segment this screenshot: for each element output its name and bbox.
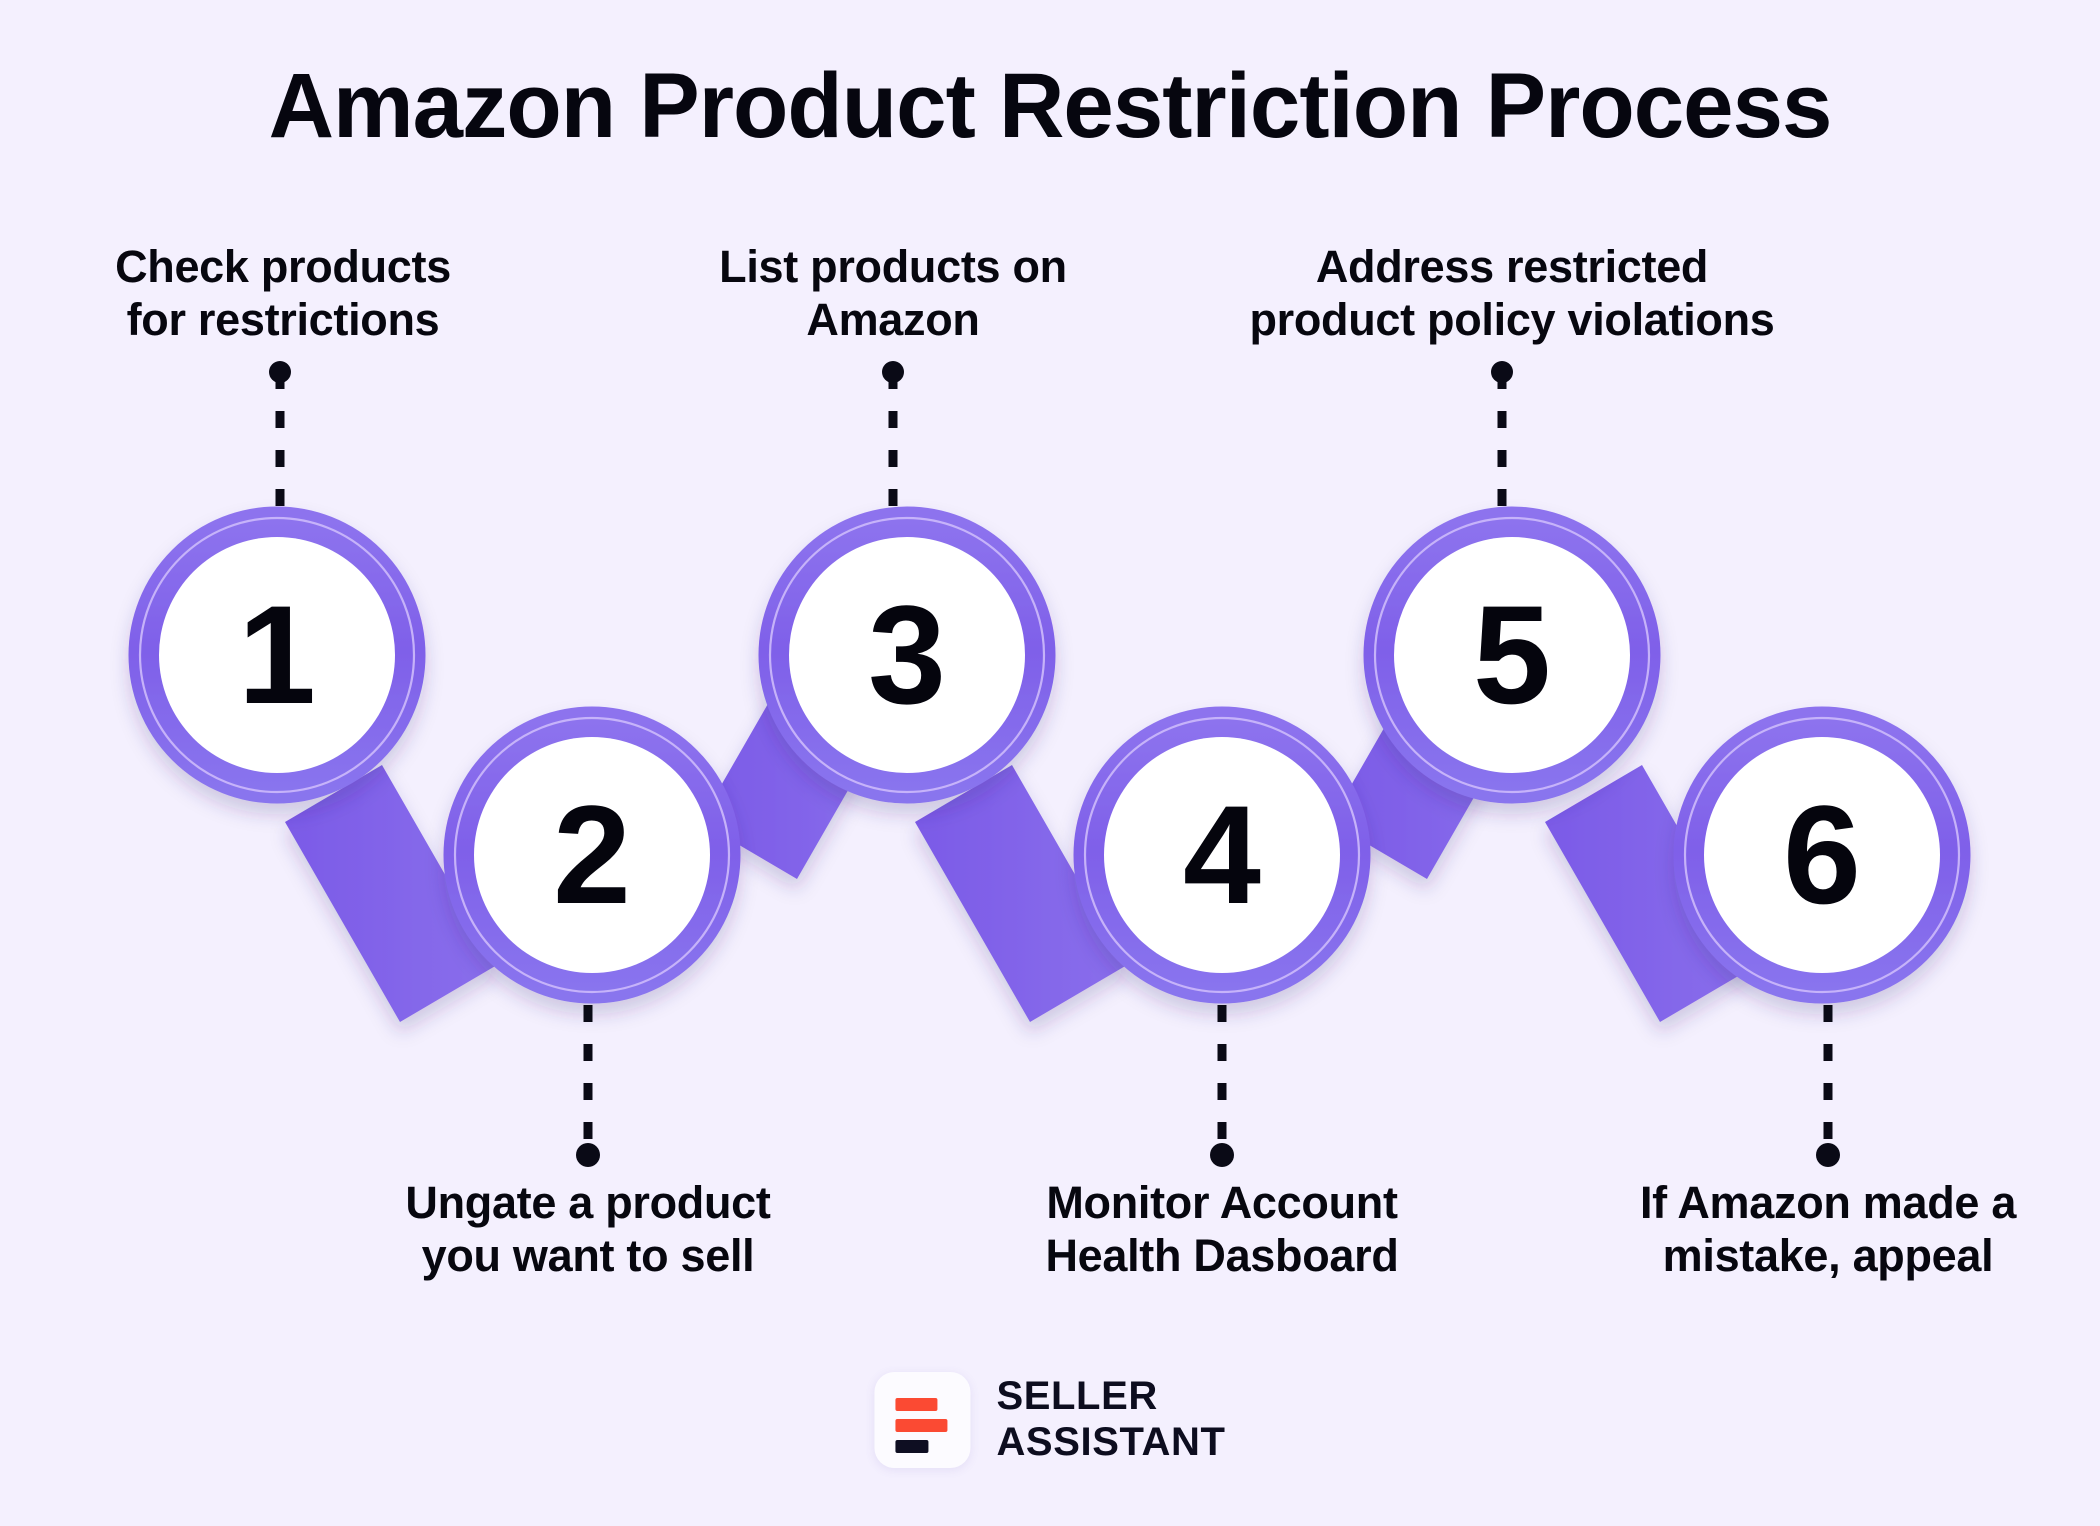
leader-dot-2 bbox=[576, 1143, 600, 1167]
step-label-6-line2: mistake, appeal bbox=[1662, 1230, 1994, 1282]
step-label-5-line1: Address restricted bbox=[1315, 241, 1709, 292]
step-label-5-line2: product policy violations bbox=[1249, 294, 1775, 346]
leader-dot-4 bbox=[1210, 1143, 1234, 1167]
step-label-6: If Amazon made a mistake, appeal bbox=[1518, 1176, 2100, 1282]
step-circle-2 bbox=[443, 706, 741, 1004]
step-label-4-line2: Health Dasboard bbox=[1045, 1230, 1399, 1282]
leader-dots bbox=[269, 361, 1840, 1167]
logo-bar-orange-top bbox=[895, 1398, 938, 1411]
step-label-3-line1: List products on bbox=[719, 241, 1067, 292]
leader-dot-6 bbox=[1816, 1143, 1840, 1167]
step-label-2-line2: you want to sell bbox=[421, 1230, 755, 1282]
step-circle-5 bbox=[1363, 506, 1661, 804]
page-title: Amazon Product Restriction Process bbox=[268, 55, 1833, 157]
step-circle-4 bbox=[1073, 706, 1371, 1004]
step-label-1: Check products for restrictions bbox=[0, 240, 593, 346]
step-rings bbox=[128, 506, 1971, 1004]
brand-name-line1: SELLER bbox=[996, 1374, 1158, 1419]
step-circle-1 bbox=[128, 506, 426, 804]
brand-name-line2: ASSISTANT bbox=[996, 1420, 1226, 1464]
step-circle-3 bbox=[758, 506, 1056, 804]
step-label-5: Address restricted product policy violat… bbox=[1202, 240, 1822, 346]
leader-dot-3 bbox=[882, 361, 904, 383]
step-label-4-line1: Monitor Account bbox=[1046, 1177, 1398, 1228]
leader-lines bbox=[275, 372, 1833, 1148]
step-label-2: Ungate a product you want to sell bbox=[278, 1176, 898, 1282]
logo-bar-dark-bottom bbox=[895, 1440, 929, 1453]
step-label-4: Monitor Account Health Dasboard bbox=[912, 1176, 1532, 1282]
step-label-1-line1: Check products bbox=[115, 241, 451, 292]
leader-dot-1 bbox=[269, 361, 291, 383]
step-label-6-line1: If Amazon made a bbox=[1639, 1177, 2017, 1228]
step-circle-6 bbox=[1673, 706, 1971, 1004]
brand-name: SELLER ASSISTANT bbox=[996, 1374, 1225, 1465]
step-label-2-line1: Ungate a product bbox=[405, 1177, 771, 1228]
step-label-3-line2: Amazon bbox=[806, 294, 980, 346]
logo-bar-orange-middle bbox=[895, 1419, 948, 1432]
leader-dot-5 bbox=[1491, 361, 1513, 383]
step-label-3: List products on Amazon bbox=[583, 240, 1203, 346]
brand-footer: SELLER ASSISTANT bbox=[874, 1372, 1225, 1468]
seller-assistant-bars-logo-icon bbox=[874, 1372, 971, 1468]
step-label-1-line2: for restrictions bbox=[126, 294, 440, 346]
